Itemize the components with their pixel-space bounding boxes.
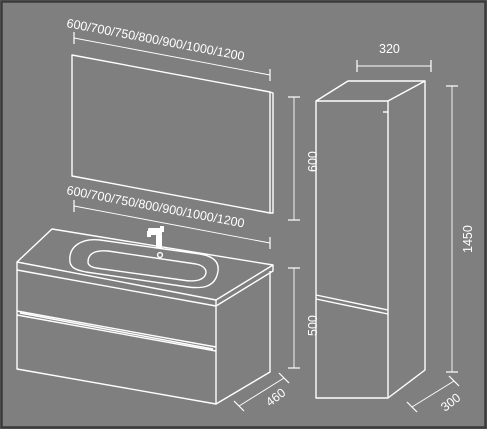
column-width-dimension: 320 bbox=[356, 42, 432, 72]
vanity-cabinet bbox=[16, 228, 274, 405]
mirror bbox=[71, 54, 274, 214]
column-height-dimension: 1450 bbox=[446, 85, 475, 373]
faucet-icon bbox=[147, 226, 164, 248]
cabinet-height-label: 500 bbox=[306, 315, 320, 336]
tall-column bbox=[315, 80, 426, 399]
column-width-label: 320 bbox=[379, 42, 400, 56]
mirror-height-label: 600 bbox=[306, 151, 320, 172]
basin bbox=[69, 239, 219, 289]
column-height-label: 1450 bbox=[461, 225, 475, 253]
